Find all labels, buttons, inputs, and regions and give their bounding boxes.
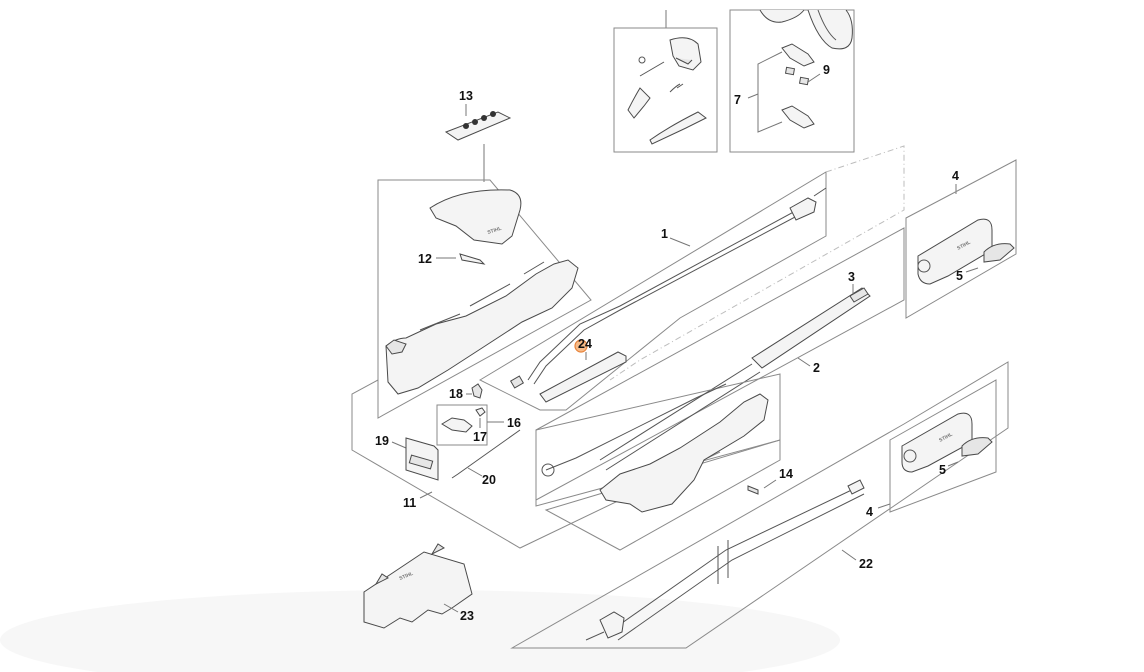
brand-mark-cover: STIHL <box>487 226 503 236</box>
callout-4-upper[interactable]: 4 <box>952 169 959 183</box>
highlight-hotspot-24[interactable] <box>574 339 588 353</box>
callout-22[interactable]: 22 <box>859 557 873 571</box>
callout-12[interactable]: 12 <box>418 252 432 266</box>
callout-3[interactable]: 3 <box>848 270 855 284</box>
housing-assembly-11: 18 17 16 19 20 11 <box>351 379 721 549</box>
callout-2[interactable]: 2 <box>813 361 820 375</box>
handle-group: 14 <box>535 373 793 551</box>
callout-14[interactable]: 14 <box>779 467 793 481</box>
callout-24[interactable]: 24 <box>578 337 592 351</box>
callout-18[interactable]: 18 <box>449 387 463 401</box>
callout-13[interactable]: 13 <box>459 89 473 103</box>
cable-group: 1 24 <box>478 145 905 411</box>
callout-19[interactable]: 19 <box>375 434 389 448</box>
drive-shaft-group: 22 STIHL 5 4 <box>510 361 1009 649</box>
coupling-upper: 4 STIHL 5 <box>905 159 1017 319</box>
brand-mark-guard: STIHL <box>399 571 415 582</box>
callout-16[interactable]: 16 <box>507 416 521 430</box>
callout-4-lower[interactable]: 4 <box>866 505 873 519</box>
label-set-13: 13 <box>444 89 512 182</box>
callout-9[interactable]: 9 <box>823 63 830 77</box>
transport-guard-23: STIHL 23 <box>363 543 474 629</box>
floor-shadow <box>0 590 840 672</box>
panel-gearhead-parts <box>613 10 718 153</box>
panel-clamp-set: 7 9 <box>729 9 855 153</box>
callout-20[interactable]: 20 <box>482 473 496 487</box>
callout-7[interactable]: 7 <box>734 93 741 107</box>
callout-5-lower[interactable]: 5 <box>939 463 946 477</box>
callout-5-upper[interactable]: 5 <box>956 269 963 283</box>
callout-1[interactable]: 1 <box>661 227 668 241</box>
shaft-group: 3 2 <box>535 227 905 501</box>
housing-group: STIHL 12 <box>377 179 592 419</box>
callout-11[interactable]: 11 <box>403 496 416 510</box>
callout-17[interactable]: 17 <box>473 430 487 444</box>
callout-23[interactable]: 23 <box>460 609 474 623</box>
